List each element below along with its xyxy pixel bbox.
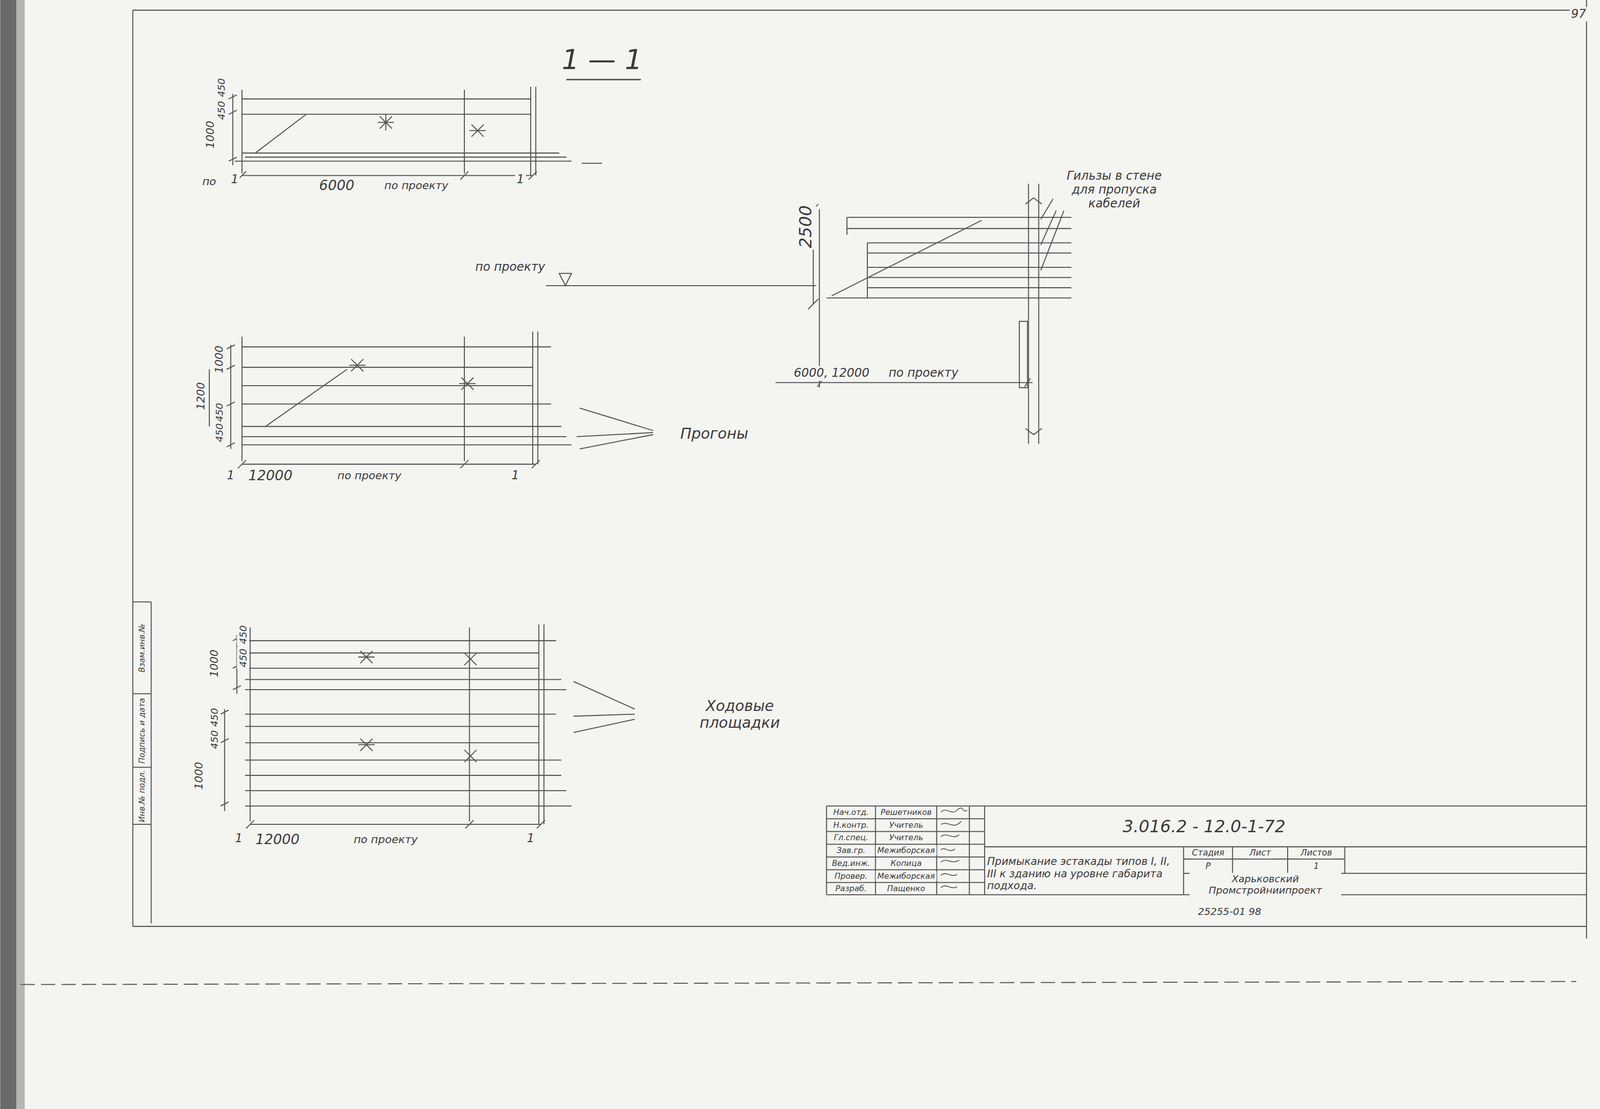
note-text: по проекту <box>351 833 419 847</box>
note-text: по проекту <box>336 468 403 483</box>
name-cell: Пащенко <box>885 883 927 894</box>
role-cell: Провер. <box>833 870 870 881</box>
level-note: по проекту <box>887 366 960 382</box>
dimension-label: 450 <box>213 421 226 444</box>
section-title: 1 — 1 <box>560 42 645 76</box>
role-cell: Зав.гр. <box>835 845 867 856</box>
dimension-label: 1000 <box>192 760 206 792</box>
dimension-label: 450 <box>215 76 228 99</box>
organisation-name: Харьковский Промстройниипроект <box>1189 872 1342 897</box>
level-note: по проекту <box>473 259 547 275</box>
name-cell: Межиборская <box>875 845 937 856</box>
dimension-label: 1000 <box>203 119 217 150</box>
dimension-label: 450 <box>215 99 228 122</box>
stage-cell: Р <box>1203 860 1212 872</box>
name-cell: Копица <box>889 858 924 869</box>
note-text: по проекту <box>382 178 450 193</box>
stamp-field: Инв.№ подл. <box>136 768 147 824</box>
name-cell: Решетников <box>879 807 934 818</box>
dimension-label: 12000 <box>253 831 301 849</box>
section-mark: 1 <box>229 172 240 188</box>
stage-cell: Стадия <box>1190 847 1226 859</box>
role-cell: Вед.инж. <box>830 858 872 869</box>
dimension-label: 1000 <box>212 344 227 375</box>
role-cell: Разраб. <box>834 883 869 894</box>
dimension-label: 450 <box>207 706 221 729</box>
drawing-code: 3.016.2 - 12.0-1-72 <box>1121 816 1288 837</box>
dimension-label: 450 <box>236 623 250 646</box>
stamp-field: Взам.инв.№ <box>136 622 147 674</box>
dimension-label: 6000 <box>317 177 356 195</box>
dimension-label: 1000 <box>207 648 221 679</box>
name-cell: Межиборская <box>875 870 937 881</box>
note-text: по <box>200 174 218 189</box>
role-cell: Н.контр. <box>831 819 871 830</box>
section-mark: 1 <box>233 831 245 847</box>
stage-cell: Листов <box>1299 847 1334 859</box>
drawing-title: Примыкание эстакады типов I, II, III к з… <box>985 854 1182 892</box>
dimension-label: 450 <box>213 401 226 424</box>
dimension-label: 450 <box>236 647 250 669</box>
callout-note: Гильзы в стене для пропуска кабелей <box>1055 168 1173 211</box>
role-cell: Нач.отд. <box>831 807 871 818</box>
callout-note: Ходовые площадки <box>688 696 791 732</box>
stamp-field: Подпись и дата <box>136 696 147 766</box>
role-cell: Гл.спец. <box>832 832 870 843</box>
section-mark: 1 <box>509 468 521 484</box>
archive-number: 25255-01 98 <box>1196 904 1263 918</box>
sheet-number: 97 <box>1569 6 1588 22</box>
section-mark: 1 <box>515 172 526 188</box>
dimension-label: 6000, 12000 <box>792 366 872 382</box>
stage-cell: 1 <box>1312 860 1321 872</box>
dimension-label: 12000 <box>247 466 295 484</box>
section-mark: 1 <box>225 468 236 484</box>
dimension-label: 450 <box>207 728 221 751</box>
dimension-label: 1200 <box>194 380 208 412</box>
name-cell: Учитель <box>887 819 925 830</box>
dimension-label: 2500 <box>796 203 817 250</box>
stage-cell: Лист <box>1248 847 1273 859</box>
section-mark: 1 <box>525 831 536 847</box>
name-cell: Учитель <box>887 832 925 843</box>
callout-note: Прогоны <box>678 424 750 444</box>
